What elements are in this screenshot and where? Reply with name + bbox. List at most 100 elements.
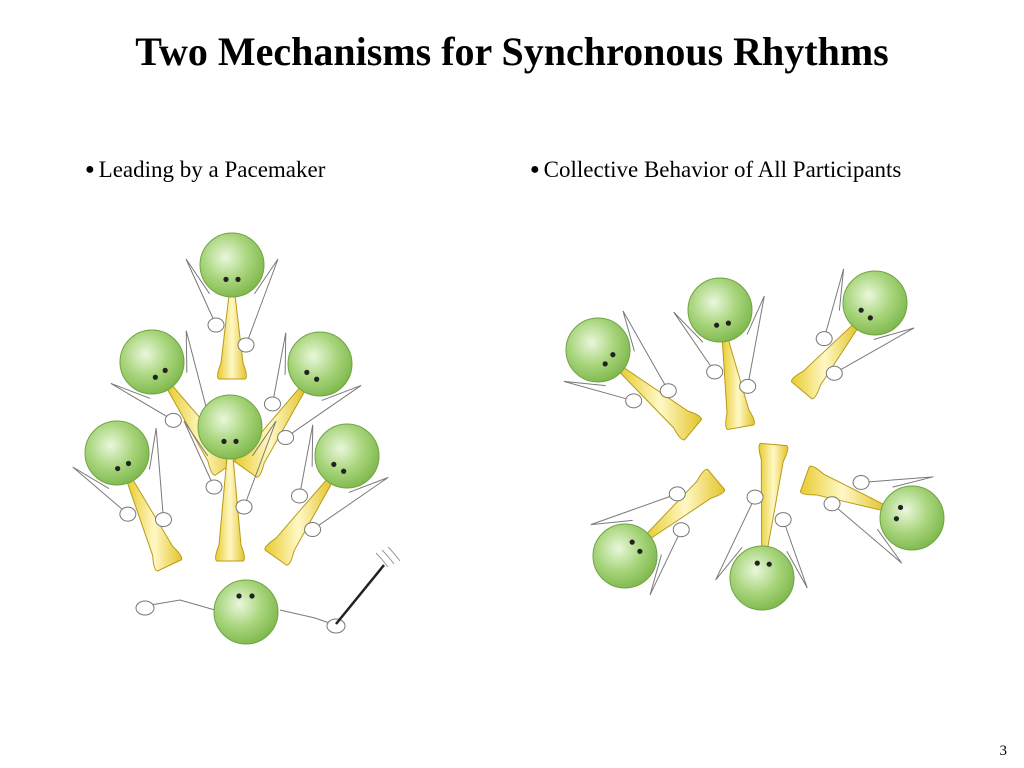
arm-outline — [110, 383, 174, 421]
arm-outline — [834, 327, 915, 374]
glove-icon — [205, 479, 223, 495]
eye-icon — [235, 276, 241, 282]
bullet-pacemaker: ●Leading by a Pacemaker — [85, 156, 325, 187]
glove-icon — [326, 618, 346, 634]
eye-icon — [713, 322, 720, 328]
arm-outline — [649, 529, 682, 596]
trumpet-icon — [215, 456, 245, 562]
bullet-marker: ● — [530, 161, 540, 178]
arm-outline — [185, 330, 210, 420]
player-top — [185, 232, 279, 380]
glove-icon — [823, 496, 841, 512]
glove-icon — [263, 396, 281, 412]
glove-icon — [290, 488, 308, 504]
glove-icon — [154, 512, 172, 528]
player-right — [799, 465, 945, 564]
conductor — [135, 546, 401, 645]
eye-icon — [897, 504, 904, 511]
trumpet-icon — [721, 338, 755, 431]
trumpet-icon — [264, 478, 333, 566]
head-icon — [592, 523, 658, 589]
eye-icon — [236, 593, 242, 599]
arm-outline — [823, 268, 845, 339]
arm-outline — [861, 476, 934, 488]
glove-icon — [706, 364, 724, 380]
glove-icon — [672, 522, 690, 538]
head-icon — [842, 270, 908, 336]
arm-outline — [279, 609, 336, 626]
head-icon — [879, 485, 945, 551]
arm-outline — [183, 420, 215, 488]
trumpet-icon — [618, 366, 702, 441]
head-icon — [565, 317, 631, 383]
glove-icon — [739, 378, 757, 394]
head-icon — [213, 579, 279, 645]
baton-icon — [335, 564, 385, 625]
eye-icon — [223, 276, 229, 282]
head-icon — [119, 329, 185, 395]
arm-outline — [185, 258, 217, 326]
eye-icon — [893, 516, 900, 522]
arm-outline — [312, 477, 389, 530]
glove-icon — [825, 365, 843, 381]
eye-icon — [331, 461, 337, 467]
bullet-collective: ●Collective Behavior of All Participants — [530, 156, 901, 187]
head-icon — [729, 545, 795, 611]
glove-icon — [774, 512, 792, 528]
eye-icon — [725, 320, 732, 326]
eye-icon — [314, 376, 320, 382]
pacemaker-illustration — [72, 232, 401, 645]
bullet-marker: ● — [85, 161, 95, 178]
trumpet-icon — [799, 465, 886, 512]
bullet-text: Leading by a Pacemaker — [98, 157, 326, 182]
glove-icon — [119, 506, 137, 522]
eye-icon — [610, 352, 616, 358]
glove-icon — [746, 489, 764, 505]
arm-outline — [144, 599, 216, 611]
head-icon — [197, 394, 263, 460]
bullet-text: Collective Behavior of All Participants — [543, 157, 902, 182]
glove-icon — [237, 337, 255, 353]
slide-number: 3 — [999, 743, 1008, 759]
player-left — [563, 310, 702, 441]
arm-outline — [590, 493, 678, 526]
glove-icon — [852, 474, 870, 490]
glove-icon — [235, 499, 253, 515]
eye-icon — [754, 560, 760, 566]
head-icon — [287, 331, 353, 397]
arm-outline — [746, 295, 765, 387]
eye-icon — [115, 465, 121, 472]
collective-illustration — [563, 268, 945, 611]
eye-icon — [249, 593, 255, 599]
eye-icon — [221, 438, 227, 444]
arm-outline — [715, 496, 756, 581]
player-top-right — [791, 268, 915, 400]
eye-icon — [233, 438, 239, 444]
arm-outline — [245, 258, 279, 346]
player-bottom — [715, 442, 808, 611]
head-icon — [199, 232, 265, 298]
eye-icon — [766, 561, 772, 567]
player-center — [183, 394, 277, 562]
player-bottom-left — [590, 468, 726, 596]
trumpet-icon — [217, 294, 247, 380]
trumpet-icon — [645, 468, 726, 540]
glove-icon — [277, 430, 295, 446]
trumpet-icon — [791, 323, 859, 400]
arm-outline — [782, 519, 808, 589]
arm-outline — [673, 311, 716, 373]
eye-icon — [304, 369, 310, 375]
arm-outline — [243, 420, 277, 508]
motion-lines-icon — [375, 546, 401, 568]
arm-outline — [148, 428, 164, 520]
head-icon — [314, 423, 380, 489]
eye-icon — [125, 460, 132, 467]
arm-outline — [285, 385, 362, 438]
glove-icon — [304, 522, 322, 538]
arm-outline — [72, 466, 129, 515]
eye-icon — [152, 374, 158, 380]
player-lower-left — [72, 420, 183, 572]
eye-icon — [867, 315, 873, 321]
eye-icon — [602, 361, 608, 367]
